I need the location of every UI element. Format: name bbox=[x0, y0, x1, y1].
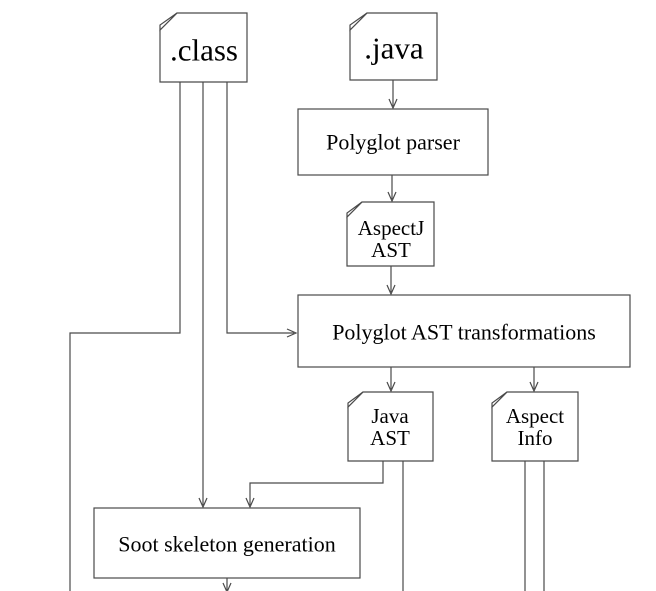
node-aspectj-ast: AspectJ AST bbox=[346, 201, 435, 267]
aspect-info-label-line1: Aspect bbox=[506, 404, 564, 428]
edge-layer bbox=[69, 80, 545, 591]
arrowhead-down-icon bbox=[222, 582, 232, 591]
arrowhead-down-icon bbox=[198, 497, 208, 509]
document-fold-icon bbox=[347, 391, 364, 409]
document-fold-icon bbox=[491, 391, 508, 409]
soot-skeleton-generation-label: Soot skeleton generation bbox=[118, 532, 336, 557]
node-polyglot-parser: Polyglot parser bbox=[297, 108, 489, 176]
node-polyglot-ast-transformations: Polyglot AST transformations bbox=[297, 294, 631, 368]
document-fold-icon bbox=[346, 201, 363, 219]
node-layer: .class .java Polyglot parser AspectJ AST bbox=[93, 12, 631, 579]
node-java-file: .java bbox=[349, 12, 438, 81]
aspectj-ast-label-line2: AST bbox=[371, 238, 411, 262]
node-java-ast: Java AST bbox=[347, 391, 434, 462]
process-box bbox=[297, 108, 489, 176]
node-soot-skeleton-generation: Soot skeleton generation bbox=[93, 507, 361, 579]
java-file-label: .java bbox=[364, 31, 424, 66]
document-fold-icon bbox=[159, 12, 178, 32]
arrowhead-down-icon bbox=[386, 381, 396, 393]
arrowhead-right-icon bbox=[286, 328, 298, 338]
polyglot-ast-transformations-label: Polyglot AST transformations bbox=[332, 320, 596, 345]
process-box bbox=[297, 294, 631, 368]
arrowhead-down-icon bbox=[387, 191, 397, 203]
java-ast-label-line1: Java bbox=[371, 404, 409, 428]
arrowhead-down-icon bbox=[245, 497, 255, 509]
polyglot-parser-label: Polyglot parser bbox=[326, 130, 460, 155]
aspectj-ast-label-line1: AspectJ bbox=[358, 216, 425, 240]
class-file-label: .class bbox=[170, 33, 238, 68]
arrowhead-down-icon bbox=[386, 284, 396, 296]
document-fold-icon bbox=[349, 12, 368, 32]
edge-java-ast-to-soot bbox=[249, 461, 384, 505]
edge-class-to-offscreen bbox=[69, 82, 181, 591]
node-aspect-info: Aspect Info bbox=[491, 391, 579, 462]
process-box bbox=[93, 507, 361, 579]
java-ast-label-line2: AST bbox=[370, 426, 410, 450]
edge-class-to-transformations bbox=[226, 82, 294, 334]
arrowhead-down-icon bbox=[529, 381, 539, 393]
aspect-info-label-line2: Info bbox=[518, 426, 553, 450]
node-class-file: .class bbox=[159, 12, 248, 83]
arrowhead-down-icon bbox=[388, 98, 398, 110]
